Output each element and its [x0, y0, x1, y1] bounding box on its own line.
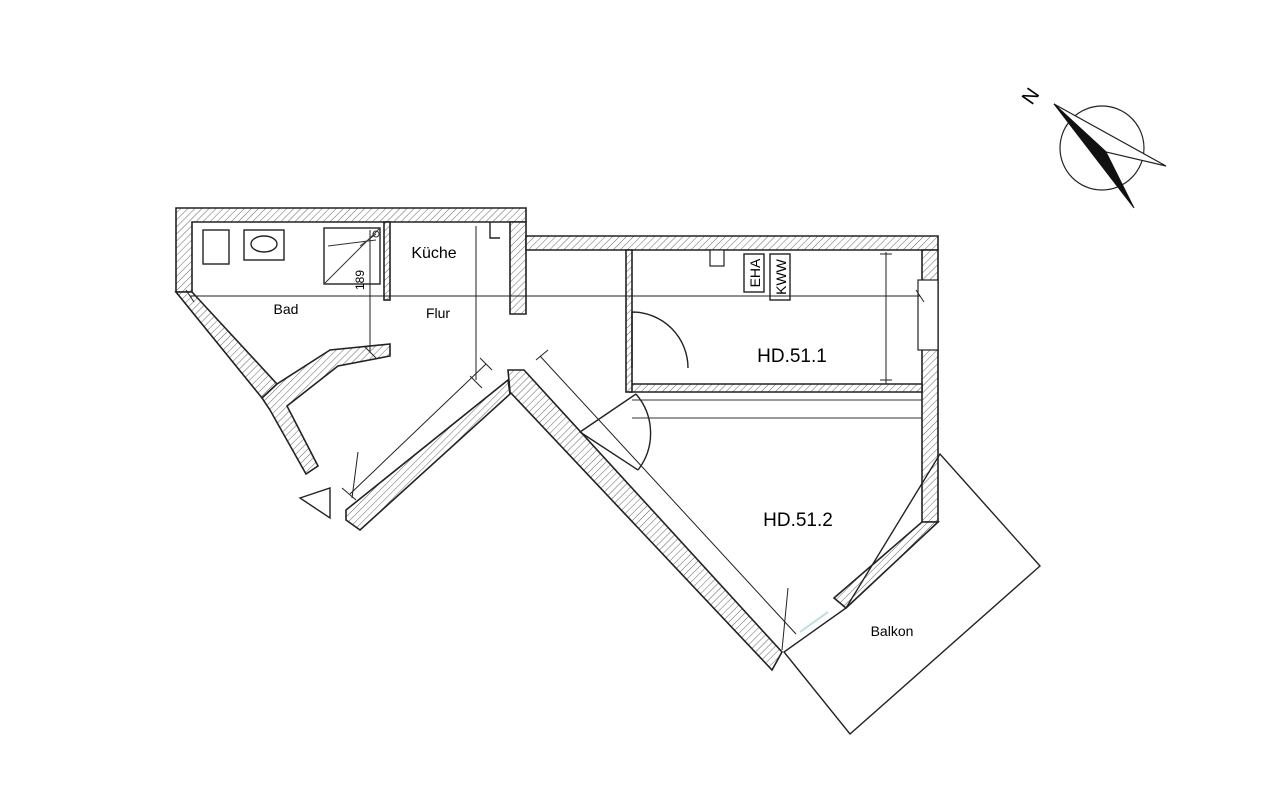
entrance-arrow [298, 487, 331, 520]
room-label-balkon: Balkon [871, 623, 914, 639]
wall-pillar [509, 221, 527, 315]
dim-tick [341, 487, 357, 501]
dimension-label: 189 [353, 270, 367, 290]
wall-bad-lower [260, 343, 391, 476]
dim-entrance-end [351, 451, 359, 499]
dim-tick [479, 357, 493, 371]
compass-needle-light [1053, 103, 1167, 167]
compass-circle [1059, 105, 1145, 191]
compass-needle-dark [1053, 103, 1135, 209]
wall-hd511-left [625, 249, 633, 393]
balcony-door [799, 611, 829, 633]
dim-tick [363, 345, 377, 359]
dim-tick [535, 349, 549, 361]
kueche-notch [489, 222, 500, 239]
kww-label: KWW [773, 258, 789, 295]
wall-interior [629, 383, 923, 393]
bathroom-fixtures [202, 227, 381, 285]
wall-entrance-diagonal [345, 378, 511, 532]
door-hd512-edge [579, 431, 639, 471]
wall-notch [709, 249, 725, 267]
door-hd512 [579, 393, 652, 471]
sink [243, 229, 285, 261]
dim-diagonal [539, 355, 797, 635]
kww-box [769, 253, 791, 301]
room-label-hd511: HD.51.1 [757, 346, 827, 367]
meter-boxes: EHA KWW [743, 253, 791, 301]
balcony-outline [782, 452, 1041, 736]
wall-bad-kueche [383, 221, 391, 301]
walls [174, 207, 941, 672]
shower-head [372, 230, 380, 238]
eha-label: EHA [747, 258, 763, 287]
doors [579, 311, 922, 633]
compass: N [1018, 84, 1167, 209]
room-label-flur: Flur [426, 305, 450, 321]
dim-diagonal-end [781, 587, 789, 651]
window-right [917, 279, 939, 351]
wall-left-diagonal [174, 291, 279, 400]
shower [323, 227, 381, 285]
wall-top-right [525, 235, 939, 251]
sink-basin [250, 235, 278, 253]
shower-line-2 [327, 239, 377, 247]
room-label-hd512: HD.51.2 [763, 510, 833, 531]
dim-tick [185, 289, 195, 303]
wall-right-diagonal [832, 521, 941, 610]
door-hd511 [631, 311, 689, 369]
eha-box [743, 253, 765, 293]
toilet [202, 229, 230, 265]
wall-long-diagonal [507, 369, 783, 672]
room-label-bad: Bad [274, 301, 299, 317]
shower-diagonal-1 [323, 227, 381, 285]
dimension-lines [185, 226, 925, 651]
dim-entrance [349, 363, 487, 495]
compass-north-label: N [1018, 84, 1044, 108]
room-label-kueche: Küche [411, 245, 456, 262]
dim-tick [915, 289, 925, 303]
